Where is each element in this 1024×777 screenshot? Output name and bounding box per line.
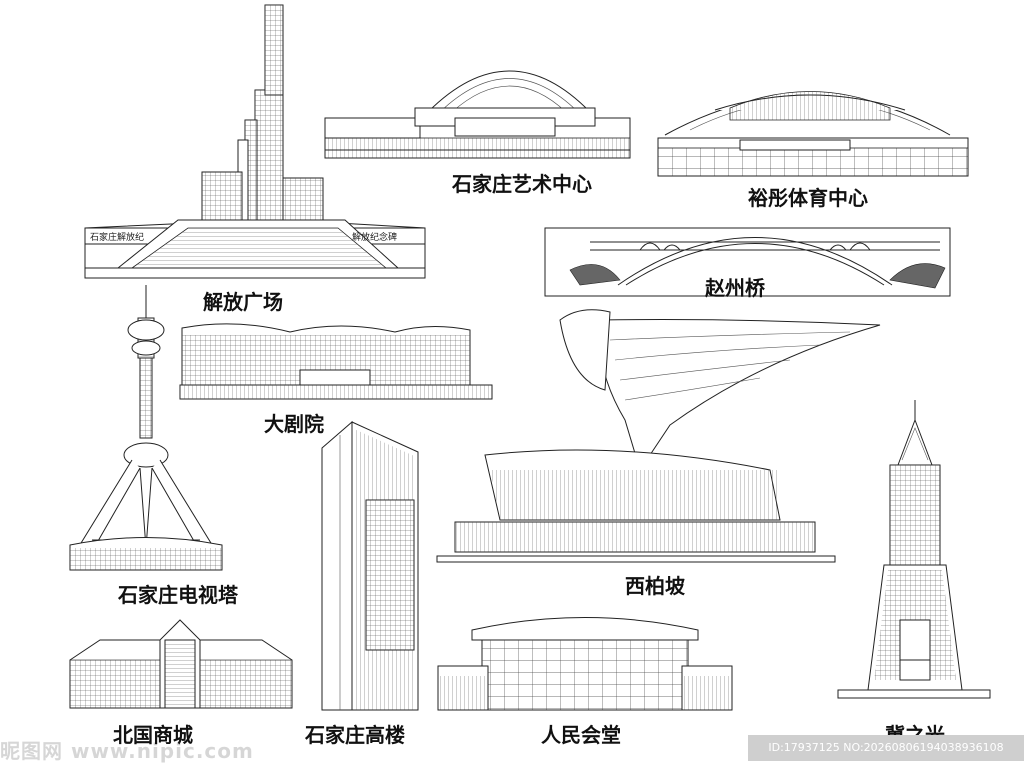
beiguo-mall-drawing [69, 619, 293, 709]
peoples-hall-label: 人民会堂 [541, 723, 621, 747]
sports-center-drawing [657, 91, 969, 177]
xibaipo-drawing [436, 309, 881, 563]
zhaozhou-bridge-drawing [544, 227, 951, 297]
art-center-drawing [324, 70, 631, 159]
grand-theater-drawing [179, 323, 493, 400]
tv-tower-drawing [69, 285, 223, 571]
grand-theater-label: 大剧院 [264, 412, 324, 436]
tv-tower-label: 石家庄电视塔 [118, 583, 238, 607]
xibaipo-label: 西柏坡 [625, 574, 685, 598]
art-center-label: 石家庄艺术中心 [452, 172, 592, 196]
liberation-square-label: 解放广场 [203, 290, 283, 314]
tall-building-label: 石家庄高楼 [305, 723, 405, 747]
watermark-text: 昵图网 www.nipic.com [0, 739, 254, 763]
square-right-sign: 解放纪念碑 [352, 231, 397, 243]
peoples-hall-drawing [437, 617, 733, 711]
tall-building-drawing [321, 420, 419, 711]
beiguo-mall-label: 北国商城 [113, 723, 193, 747]
square-left-sign: 石家庄解放纪 [90, 231, 144, 243]
light-of-hebei-drawing [837, 400, 991, 699]
sports-center-label: 裕彤体育中心 [748, 186, 868, 210]
zhaozhou-bridge-label: 赵州桥 [705, 276, 765, 300]
image-id-bar: ID:17937125 NO:20260806194038936108 [748, 735, 1024, 761]
liberation-square-drawing [84, 4, 426, 279]
